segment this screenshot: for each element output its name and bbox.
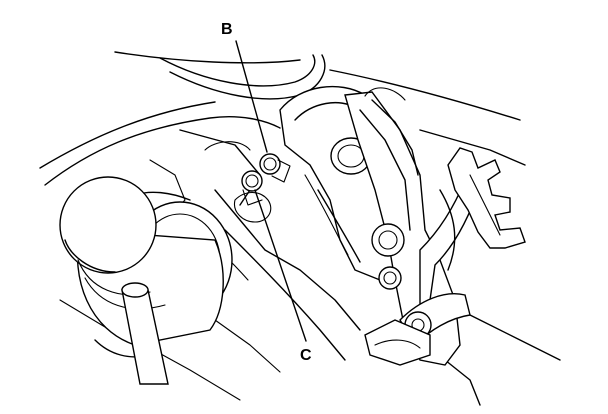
lower-linkage [364,293,471,366]
callout-label-c: C [300,347,312,364]
bolt-c [241,170,263,206]
leader-line-b [235,40,268,153]
bolt-b [259,153,291,183]
leader-line-c [254,189,307,342]
lower-bolt [371,223,405,290]
callout-label-b: B [221,21,233,38]
right-bracket [447,147,526,249]
left-cylinder [59,176,233,358]
upper-hose [114,51,521,121]
rod [121,282,169,385]
side-bracket [344,87,461,366]
